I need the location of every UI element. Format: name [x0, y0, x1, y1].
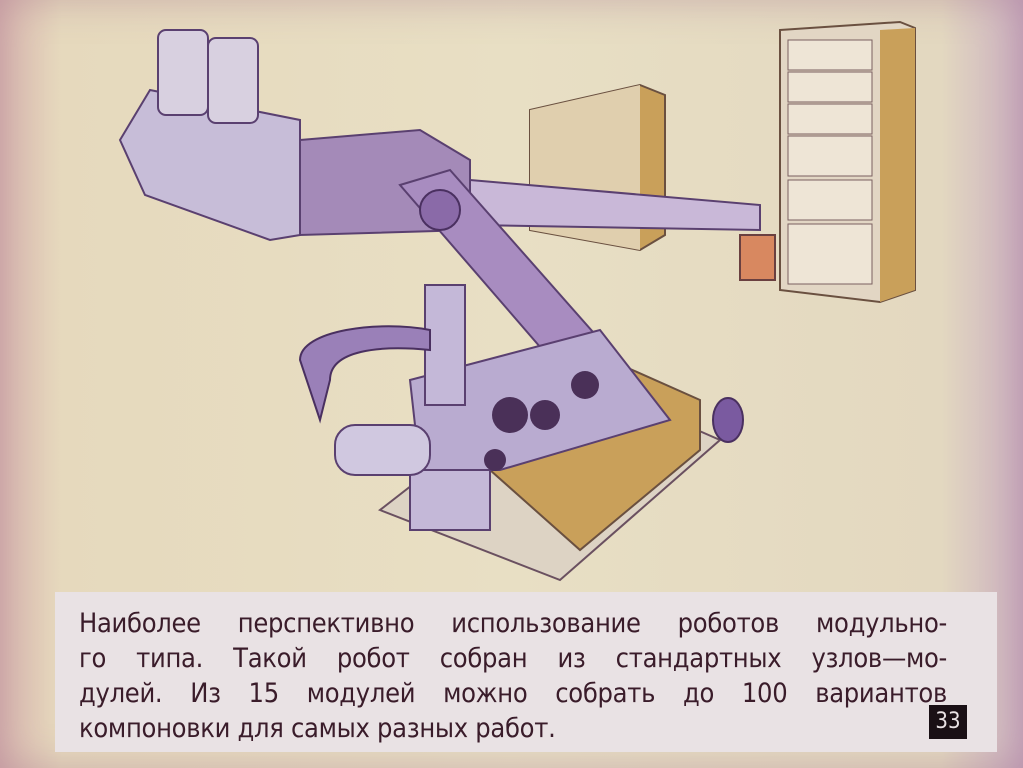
robot-illustration: [118, 20, 916, 582]
caption-box: Наиболее перспективно использование робо…: [55, 592, 997, 752]
caption-line: компоновки для самых разных работ.: [79, 713, 556, 744]
caption-line: го типа. Такой робот собран из стандартн…: [79, 643, 947, 674]
robot-head: [118, 29, 471, 242]
caption-line: дулей. Из 15 модулей можно собрать до 10…: [79, 678, 947, 709]
gripper: [739, 234, 776, 281]
control-cabinet: [779, 20, 916, 304]
robot-body: [298, 284, 744, 531]
page-number: 33: [929, 705, 967, 739]
caption-line: Наиболее перспективно использование робо…: [79, 608, 947, 639]
